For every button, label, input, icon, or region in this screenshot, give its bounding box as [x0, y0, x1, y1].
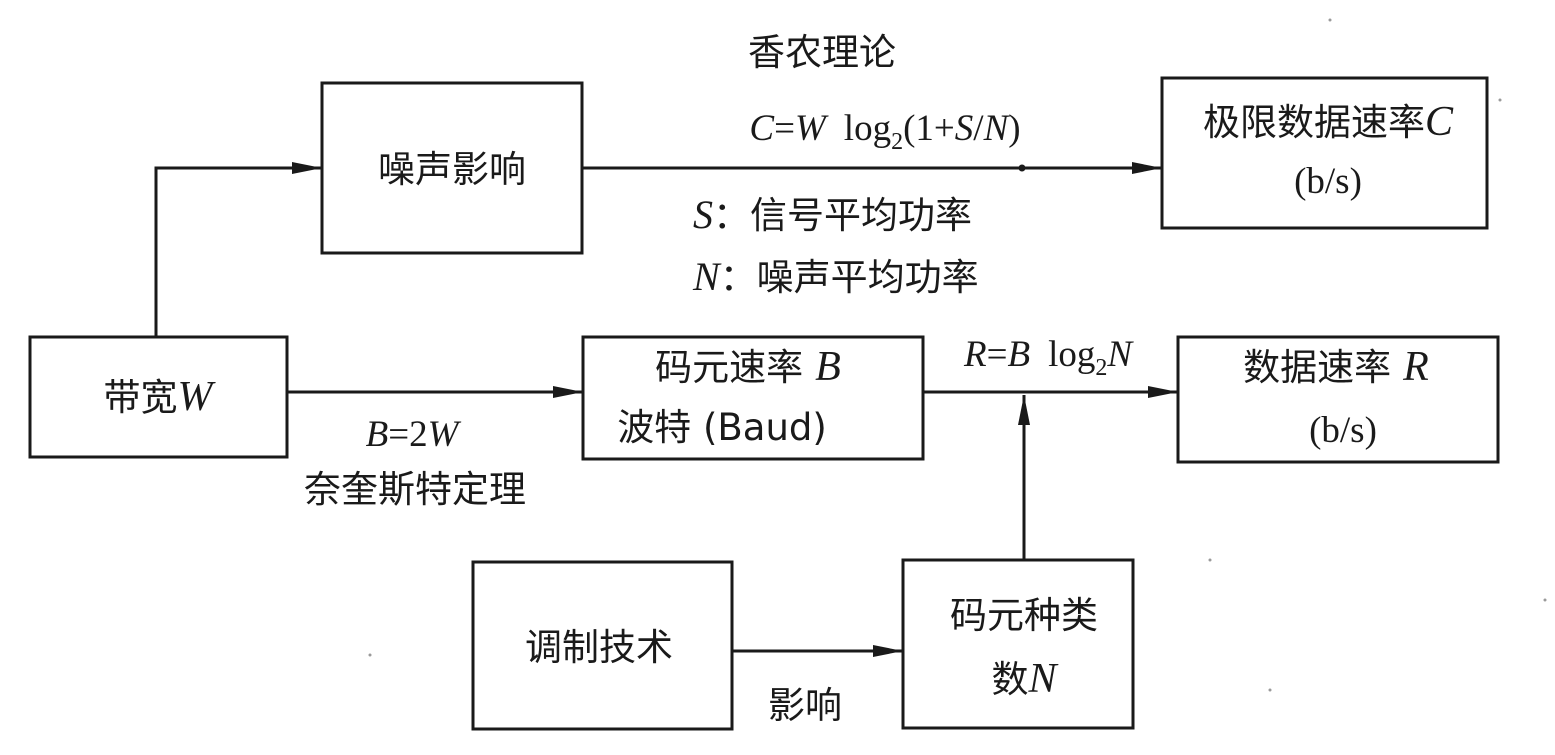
junction-dot — [1018, 164, 1026, 172]
modulation-label: 调制技术 — [525, 626, 673, 669]
data-rate-unit: (b/s) — [1309, 410, 1377, 451]
baud-rate-unit: 波特 (Baud) — [617, 406, 827, 449]
noise-effect-label: 噪声影响 — [378, 148, 526, 191]
box-symbol-types: 码元种类 数N — [901, 558, 1135, 730]
box-modulation: 调制技术 — [471, 560, 734, 731]
noise-power-definition: N：噪声平均功率 — [692, 254, 979, 299]
shannon-theory-title: 香农理论 — [748, 31, 896, 74]
symbol-types-count: 数N — [991, 656, 1058, 702]
limit-rate-unit: (b/s) — [1294, 161, 1362, 202]
nyquist-theorem-title: 奈奎斯特定理 — [304, 468, 526, 511]
arrow-bandwidth-to-noise — [154, 162, 322, 337]
box-noise-effect: 噪声影响 — [320, 81, 584, 255]
box-limit-data-rate: 极限数据速率C (b/s) — [1160, 76, 1489, 230]
box-bandwidth: 带宽W — [28, 335, 289, 459]
limit-rate-label: 极限数据速率C — [1203, 99, 1454, 145]
signal-power-definition: S：信号平均功率 — [693, 192, 972, 237]
nyquist-formula: B=2W — [366, 414, 462, 455]
connectors — [154, 162, 1178, 657]
bandwidth-label: 带宽W — [104, 374, 217, 420]
symbol-types-label: 码元种类 — [950, 594, 1098, 637]
influence-label: 影响 — [768, 684, 842, 727]
